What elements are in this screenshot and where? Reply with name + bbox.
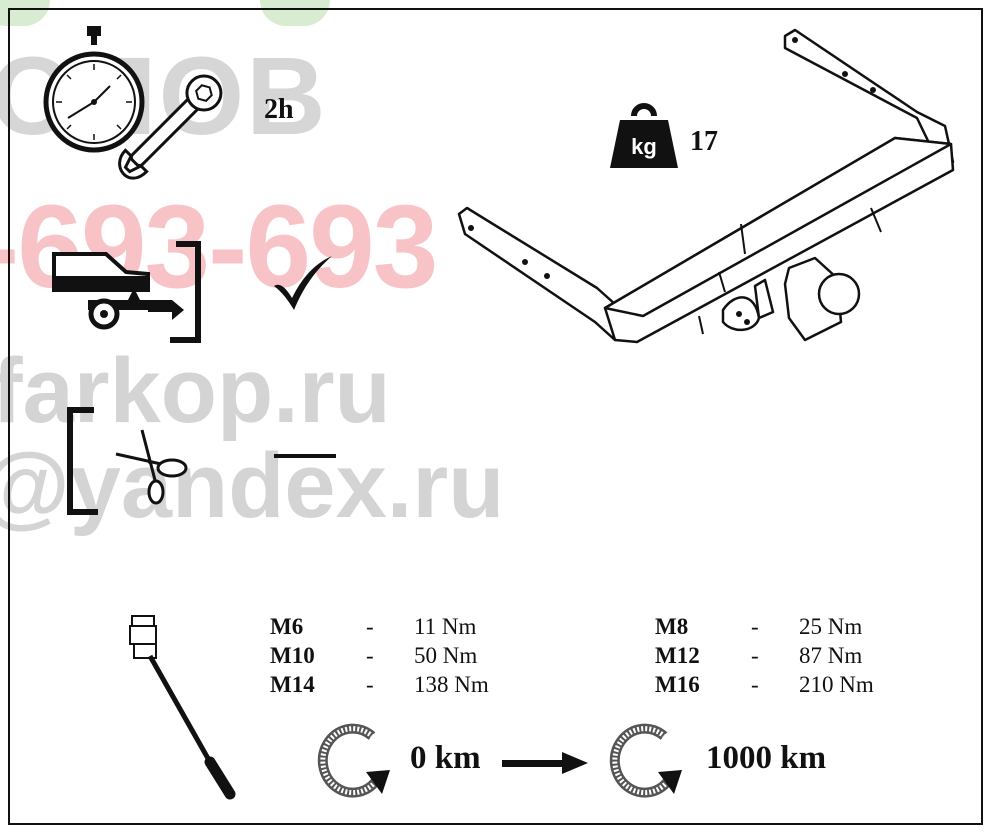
- torque-wrench-icon: [129, 615, 236, 800]
- watermark-site: farkop.ru: [0, 340, 391, 442]
- towbar-drawing: [457, 28, 955, 344]
- rotation-arrow-icon: [317, 723, 390, 798]
- right-arrow-icon: [502, 752, 588, 774]
- scissors-icon: [67, 407, 188, 515]
- torque-row: M12-87 Nm: [655, 643, 863, 668]
- torque-row: M14-138 Nm: [270, 672, 489, 697]
- recheck-start: 0 km: [410, 740, 481, 776]
- torque-row: M6-11 Nm: [270, 614, 477, 639]
- rotation-arrow-icon: [609, 723, 682, 798]
- stopwatch-icon: [43, 26, 145, 153]
- weight-value: 17: [690, 126, 718, 157]
- recheck-end: 1000 km: [706, 740, 827, 776]
- install-time: 2h: [264, 94, 294, 125]
- weight-icon: kg: [610, 103, 678, 168]
- wrench-icon: [118, 74, 223, 180]
- watermark-blob: [260, 0, 330, 26]
- weight-unit: kg: [631, 134, 657, 159]
- checkmark-icon: [274, 256, 332, 310]
- no-cut-dash: [274, 454, 336, 458]
- page-frame: [8, 8, 983, 825]
- torque-table-right: M8-25 Nm M12-87 Nm M16-210 Nm: [655, 612, 874, 699]
- watermark-yandex: @yandex.ru: [0, 435, 505, 537]
- torque-row: M16-210 Nm: [655, 672, 874, 697]
- car-trailer-icon: [52, 241, 201, 343]
- torque-table-left: M6-11 Nm M10-50 Nm M14-138 Nm: [270, 612, 489, 699]
- torque-row: M8-25 Nm: [655, 614, 863, 639]
- torque-row: M10-50 Nm: [270, 643, 478, 668]
